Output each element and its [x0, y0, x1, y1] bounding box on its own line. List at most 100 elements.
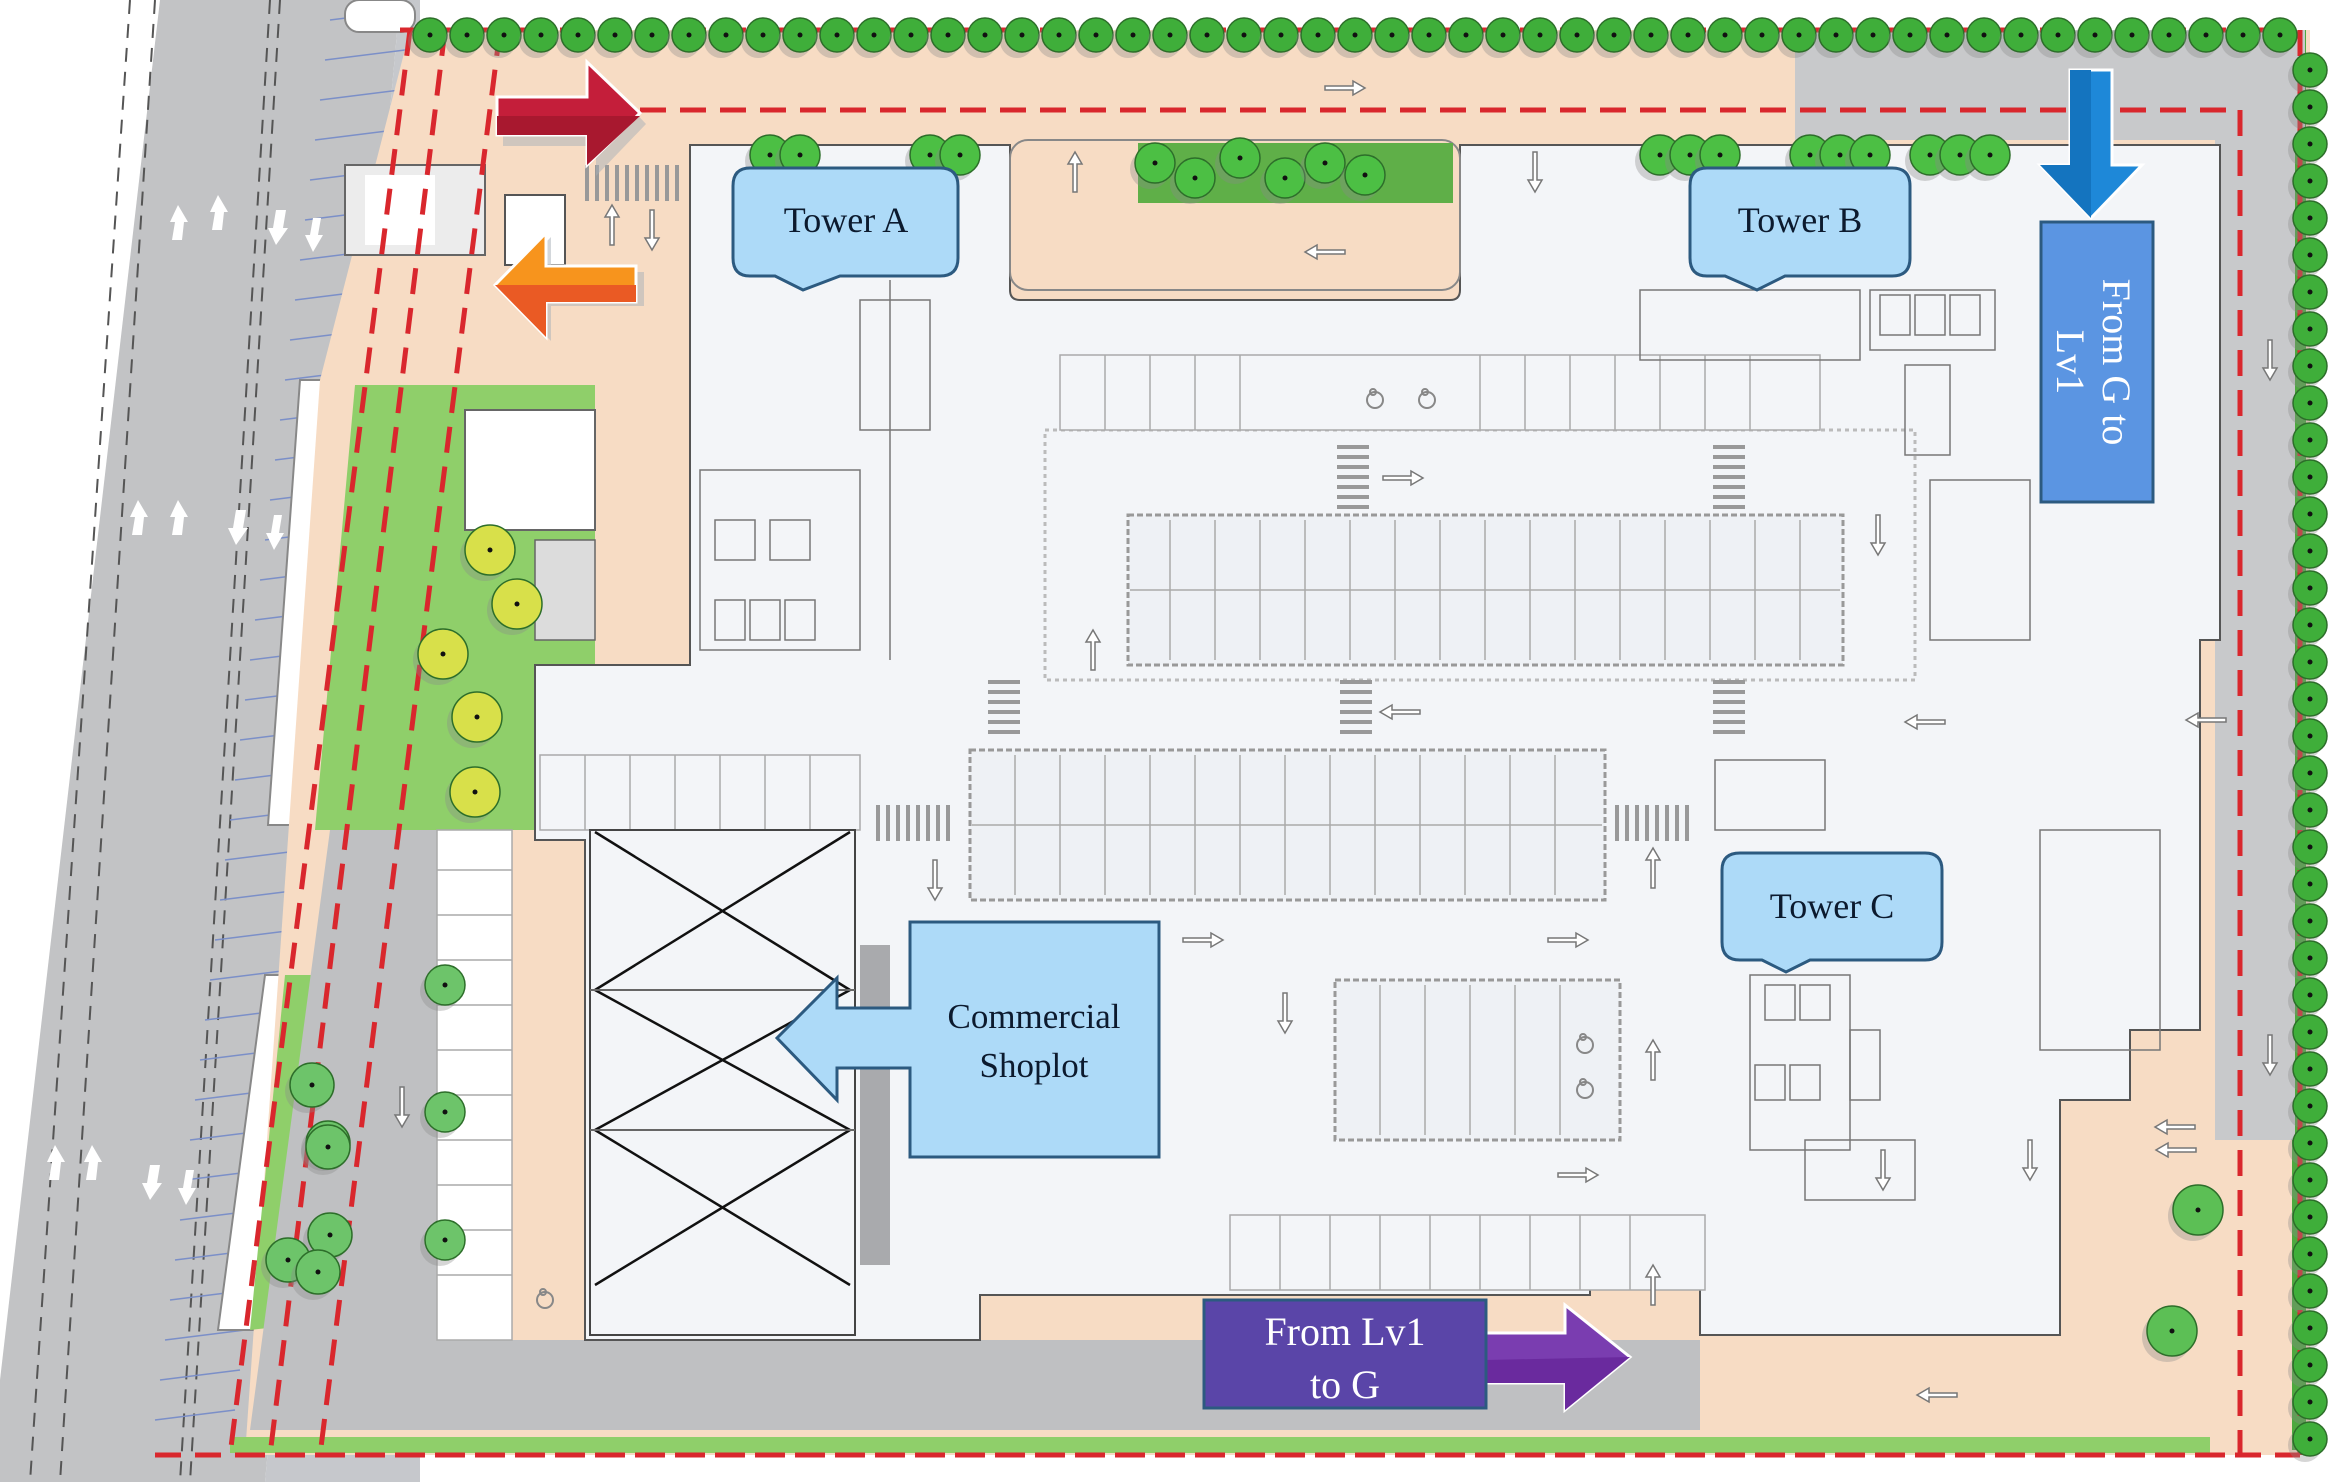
tree-icon	[2110, 17, 2150, 58]
wheelchair-icon	[1576, 1033, 1594, 1054]
tree-icon	[963, 17, 1003, 58]
wheelchair-icon	[1366, 388, 1384, 409]
tree-icon	[778, 17, 818, 58]
trees	[261, 17, 2328, 1462]
tower-c-label: Tower C	[1770, 886, 1894, 926]
tower-b-core	[1639, 289, 2031, 641]
tree-icon	[1629, 17, 1669, 58]
tree-icon	[2258, 17, 2298, 58]
tree-icon	[2288, 1199, 2328, 1240]
flow-arrow-icon	[2154, 1141, 2197, 1159]
tree-icon	[2288, 348, 2328, 389]
tower-c-core	[1714, 759, 2161, 1201]
tree-icon	[1925, 17, 1965, 58]
main-road	[0, 0, 400, 1482]
flow-arrow-icon	[1874, 1149, 1892, 1192]
flow-arrow-icon	[1644, 846, 1662, 889]
crossing	[1713, 445, 1745, 509]
flow-arrow-icon	[2153, 1118, 2196, 1136]
grass-strip-bottom	[230, 1437, 2210, 1453]
ramp-down-label-line1: From Lv1	[1264, 1309, 1425, 1354]
flow-arrow-icon	[1644, 1038, 1662, 1081]
tower-a-core	[699, 280, 931, 660]
tree-icon	[2288, 1310, 2328, 1351]
tree-icon	[2288, 681, 2328, 722]
tree-icon	[2288, 607, 2328, 648]
parking-row-left	[539, 754, 861, 831]
tree-icon	[1130, 142, 1176, 189]
tree-icon	[1444, 17, 1484, 58]
tree-icon	[1333, 17, 1373, 58]
tree-icon	[2288, 1051, 2328, 1092]
crossing	[876, 805, 950, 841]
tree-icon	[1703, 17, 1743, 58]
crossing	[1337, 445, 1369, 509]
tree-icon	[815, 17, 855, 58]
flow-arrow-icon	[1903, 713, 1946, 731]
tree-icon	[2288, 570, 2328, 611]
tree-icon	[852, 17, 892, 58]
flow-arrow-icon	[643, 209, 661, 252]
tree-icon	[1777, 17, 1817, 58]
tree-icon	[2288, 533, 2328, 574]
wheelchair-icon	[1576, 1078, 1594, 1099]
driveway-right	[2215, 140, 2295, 1140]
tree-icon	[2288, 422, 2328, 463]
road-lane-markings	[29, 0, 281, 1482]
flow-arrow-icon	[1869, 514, 1887, 557]
tree-icon	[2288, 459, 2328, 500]
tree-icon	[2184, 17, 2224, 58]
callout-tower-b[interactable]: Tower B	[1688, 166, 1912, 292]
callout-tower-c[interactable]: Tower C	[1720, 851, 1944, 974]
tree-icon	[2288, 1014, 2328, 1055]
tree-icon	[482, 17, 522, 58]
tree-icon	[408, 17, 448, 58]
tree-icon	[1740, 17, 1780, 58]
tree-icon	[889, 17, 929, 58]
flow-arrow-icon	[1557, 1166, 1600, 1184]
flow-arrow-icon	[2261, 1034, 2279, 1077]
tree-icon	[301, 1124, 351, 1175]
tree-icon	[2288, 1125, 2328, 1166]
tree-icon	[291, 1249, 341, 1300]
tree-icon	[1935, 134, 1981, 181]
tree-icon	[2142, 1305, 2198, 1362]
tree-icon	[2288, 1162, 2328, 1203]
flow-arrow-icon	[1644, 1263, 1662, 1306]
tree-icon	[445, 17, 485, 58]
flow-arrow-icon	[1276, 992, 1294, 1035]
tree-icon	[2073, 17, 2113, 58]
tree-icon	[1851, 17, 1891, 58]
flow-arrow-icon	[1915, 1386, 1958, 1404]
crossing	[585, 165, 679, 201]
ramp-up-box[interactable]: From G to Lv1	[2039, 220, 2155, 504]
tree-icon	[1518, 17, 1558, 58]
road-direction-arrows	[47, 195, 323, 1205]
tree-icon	[420, 1091, 466, 1138]
parking-row-bottom	[1229, 1214, 1706, 1291]
tree-icon	[2288, 126, 2328, 167]
tree-icon	[2288, 200, 2328, 241]
yellow-tree-icon	[487, 578, 543, 635]
tree-icon	[1905, 134, 1951, 181]
tree-icon	[2147, 17, 2187, 58]
yellow-tree-icon	[460, 524, 516, 581]
tree-icon	[2288, 385, 2328, 426]
tree-icon	[2288, 644, 2328, 685]
pedestrian-crossings	[585, 165, 1745, 841]
ramp-down-box[interactable]: From Lv1 to G	[1202, 1298, 1488, 1410]
callout-commercial-shoplot[interactable]: Commercial Shoplot	[774, 920, 1161, 1159]
tree-icon	[1222, 17, 1262, 58]
tree-icon	[1170, 157, 1216, 204]
tree-icon	[1555, 17, 1595, 58]
ramp-down-label-line2: to G	[1310, 1362, 1380, 1407]
tree-icon	[741, 17, 781, 58]
flow-arrow-icon	[1382, 469, 1425, 487]
tree-icon	[2036, 17, 2076, 58]
callout-tower-a[interactable]: Tower A	[731, 166, 960, 292]
tree-icon	[2168, 1184, 2224, 1241]
tree-icon	[704, 17, 744, 58]
flow-arrow-icon	[1526, 151, 1544, 194]
tree-icon	[2288, 792, 2328, 833]
